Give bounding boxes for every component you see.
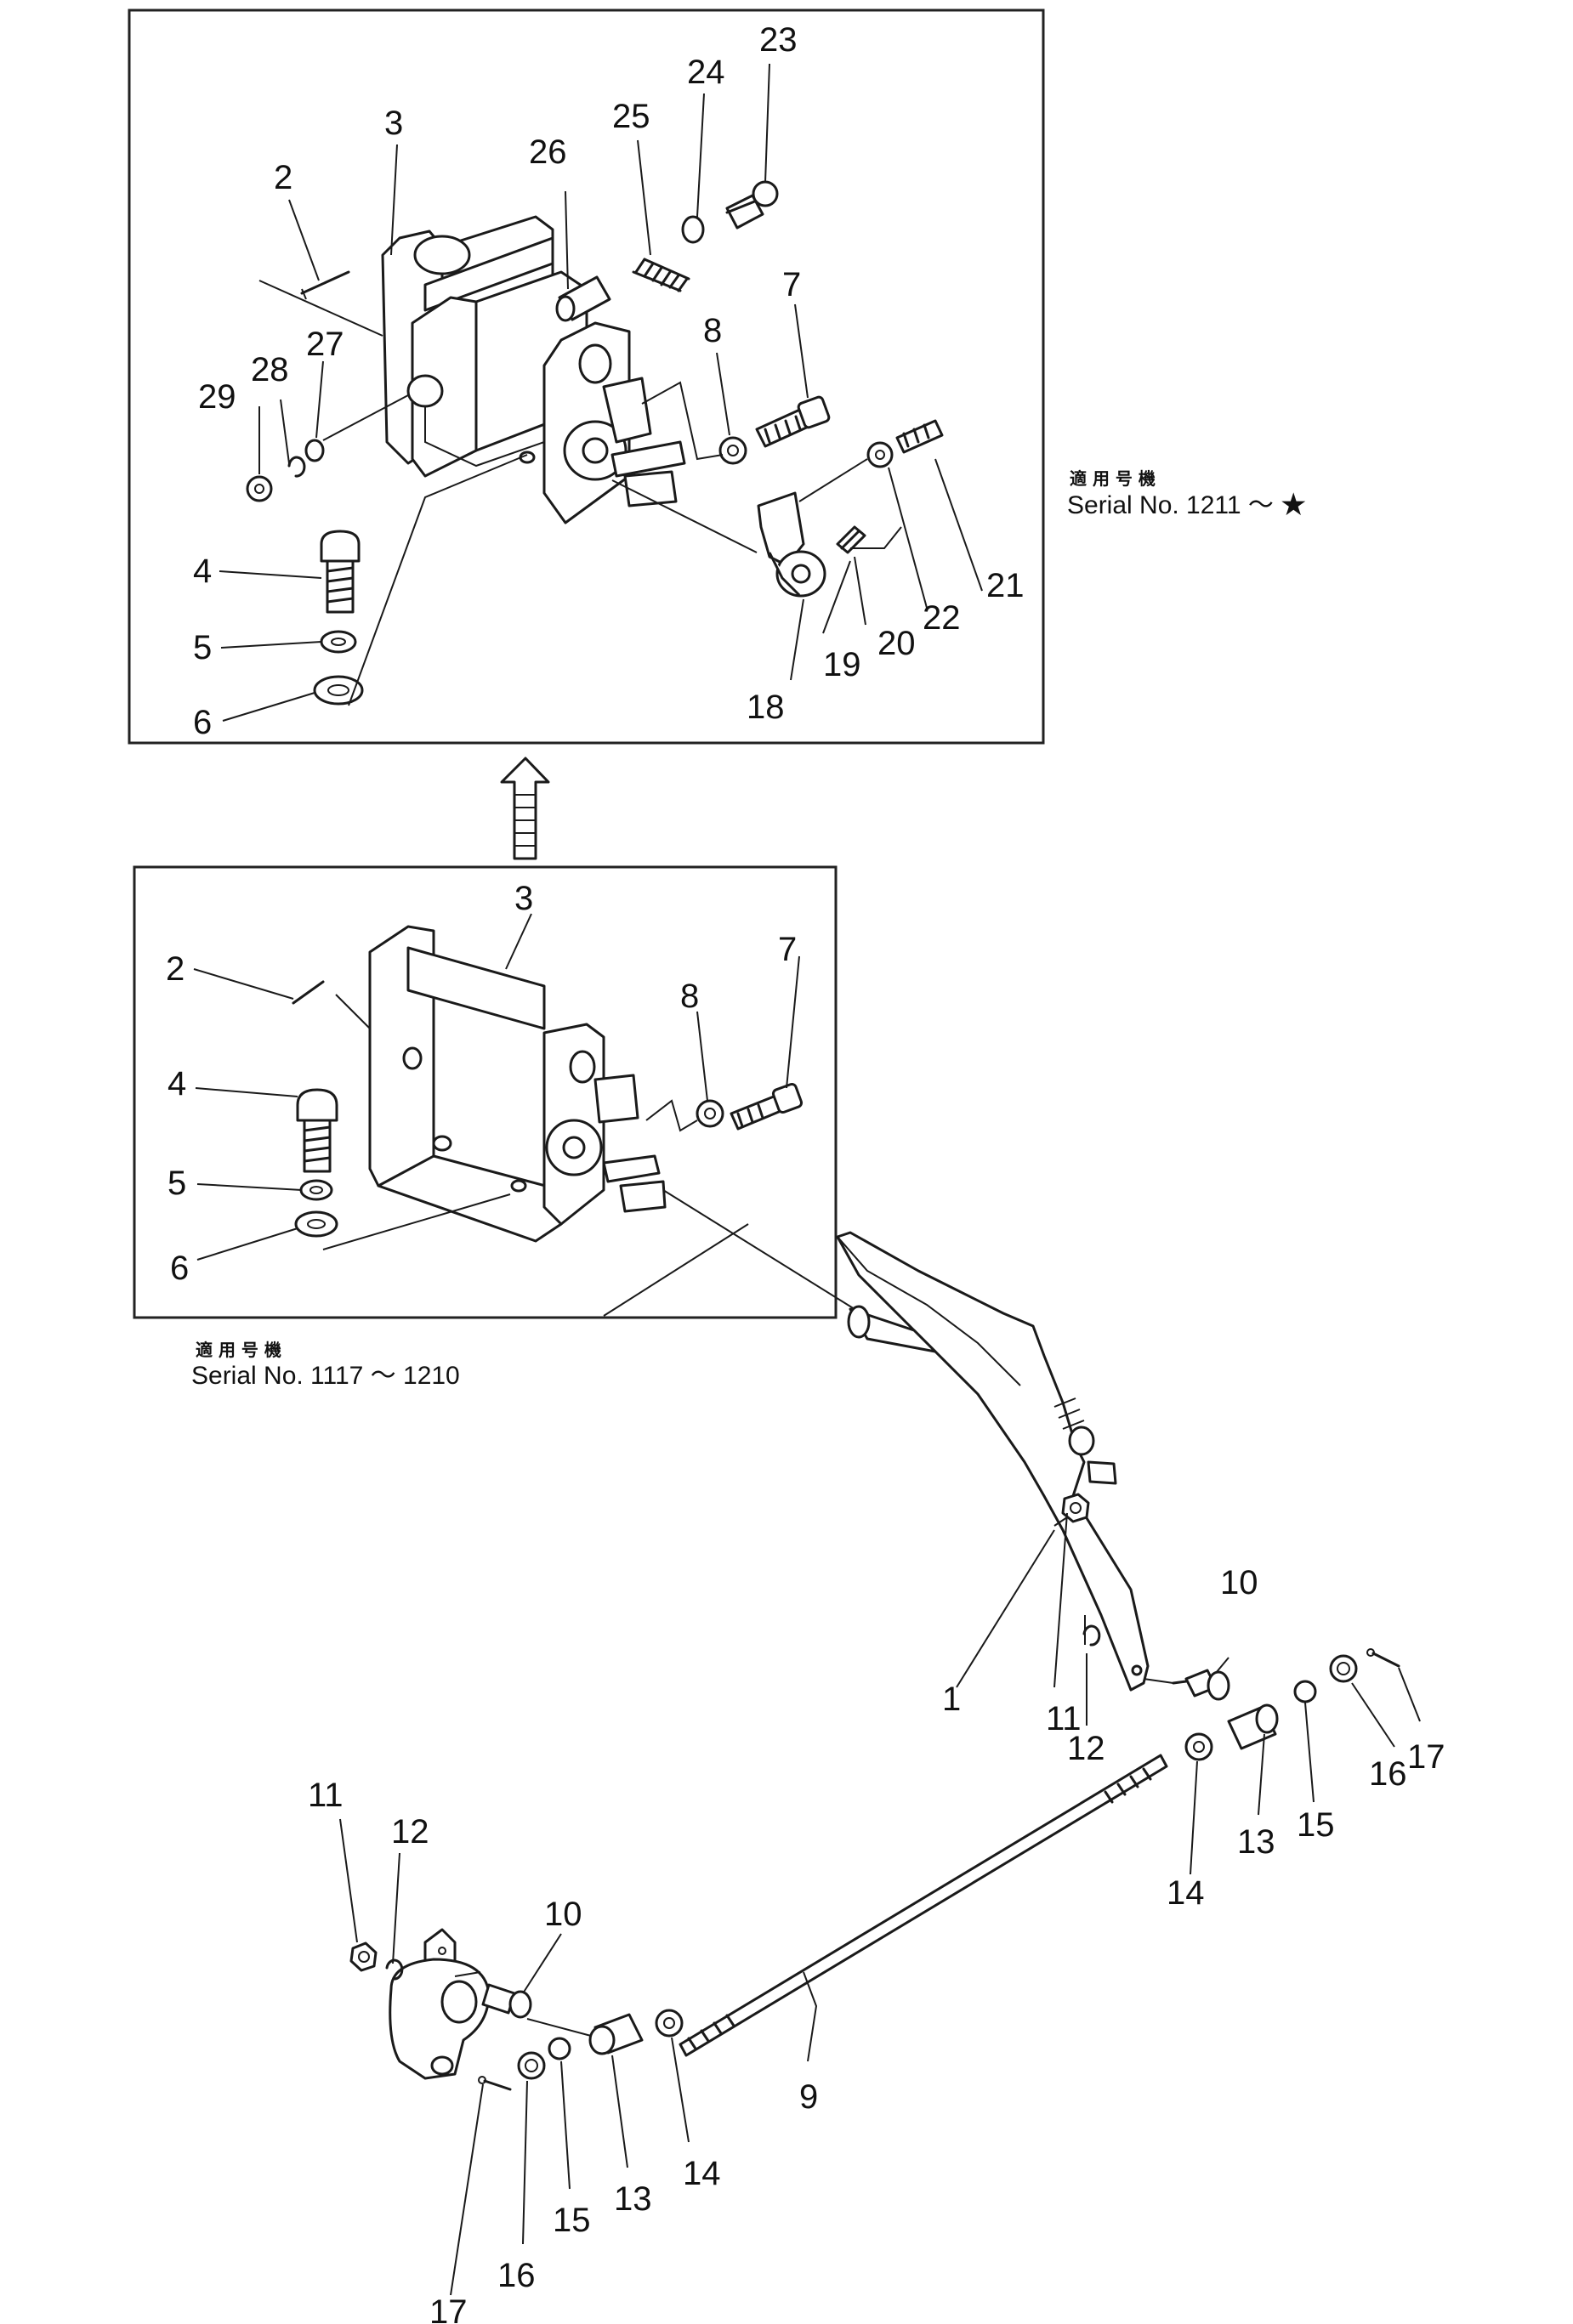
lower-bolt-part-4 (296, 1088, 338, 1173)
upper-washer-part-27 (304, 439, 325, 462)
lower-bolt-part-7 (730, 1082, 804, 1131)
lever-label-11: 11 (1046, 1700, 1082, 1737)
lower-variant-box: 2 3 4 5 6 7 8 適 用 号 機 Serial No. 1117 〜 … (133, 865, 838, 1390)
upper-screw-part-21 (895, 419, 944, 454)
upper-label-21: 21 (986, 567, 1025, 604)
upper-label-19: 19 (823, 646, 861, 683)
upper-lever-part-18 (757, 491, 826, 598)
upper-bolt-part-23 (725, 180, 779, 230)
upper-label-3: 3 (384, 105, 403, 142)
lower-caption-serial: Serial No. 1117 〜 1210 (191, 1362, 460, 1390)
upper-nut-part-22 (866, 441, 894, 468)
lower-bracket-part-3 (368, 925, 667, 1243)
lower-label-8: 8 (680, 978, 699, 1015)
lever-nut-part-14 (1184, 1732, 1213, 1761)
lever-pin-part-17 (1366, 1648, 1400, 1668)
rod-lockwasher-part-12 (385, 1958, 404, 1981)
lever-balljoint-part-10 (1172, 1669, 1230, 1701)
upper-pin-part-26 (555, 275, 611, 322)
upper-label-25: 25 (612, 98, 650, 135)
upper-label-29: 29 (198, 378, 236, 416)
upper-pin-part-2 (300, 270, 350, 295)
lower-label-6: 6 (170, 1250, 189, 1287)
rod-label-13: 13 (614, 2180, 652, 2218)
lower-pin-part-2 (292, 980, 325, 1005)
lever-lockwasher-part-12 (1082, 1624, 1101, 1647)
lever-part-1 (836, 1231, 1150, 1692)
upper-label-7: 7 (782, 266, 801, 303)
upper-washer-part-6 (313, 675, 364, 706)
rod-label-14: 14 (683, 2155, 721, 2192)
lever-label-14: 14 (1167, 1874, 1205, 1912)
rod-balljoint-part-10 (481, 1983, 532, 2019)
lower-label-4: 4 (168, 1065, 186, 1102)
upper-label-18: 18 (747, 689, 785, 726)
upper-caption-serial: Serial No. 1211 〜 ★ (1067, 491, 1306, 519)
lever-label-17: 17 (1407, 1738, 1445, 1776)
rod-pin-part-17 (478, 2076, 512, 2091)
upper-label-24: 24 (687, 54, 725, 91)
rod-label-17: 17 (429, 2293, 468, 2324)
upper-bracket-part-3 (381, 215, 686, 524)
upper-label-6: 6 (193, 704, 212, 741)
upper-bolt-part-7 (755, 395, 831, 448)
rod-nut-part-11 (349, 1941, 378, 1972)
upper-lockwasher-part-28 (287, 456, 306, 478)
upper-nut-part-29 (246, 475, 273, 502)
lever-label-12: 12 (1067, 1730, 1105, 1767)
upper-label-23: 23 (759, 21, 798, 59)
lower-box-frame (133, 865, 838, 1319)
lever-seal-part-16 (1329, 1654, 1358, 1683)
rod-label-11: 11 (308, 1777, 344, 1814)
rod-seal-part-16 (517, 2051, 546, 2080)
upper-bolt-part-4 (320, 530, 361, 614)
rod-label-15: 15 (553, 2202, 591, 2239)
upper-box-frame (128, 9, 1045, 745)
upper-label-22: 22 (923, 599, 961, 637)
rod-label-16: 16 (497, 2257, 536, 2294)
upper-variant-box: 2 3 4 5 6 7 8 18 19 20 21 22 23 24 25 26… (128, 9, 1306, 745)
rod-cap-part-15 (548, 2037, 571, 2060)
lower-caption-jp: 適 用 号 機 (196, 1340, 281, 1360)
lever-label-16: 16 (1369, 1755, 1407, 1793)
lever-label-15: 15 (1297, 1806, 1335, 1844)
lower-washer-part-6 (294, 1210, 338, 1238)
lower-label-5: 5 (168, 1165, 186, 1202)
upper-washer-part-24 (681, 215, 705, 244)
rod-nut-part-14 (655, 2009, 684, 2038)
lever-label-10: 10 (1220, 1564, 1258, 1601)
upper-lockwasher-part-5 (320, 630, 357, 654)
rod-label-10: 10 (544, 1896, 582, 1933)
lever-socket-part-13 (1227, 1703, 1279, 1750)
lever-label-1: 1 (942, 1681, 961, 1718)
upper-screw-part-19 (836, 525, 866, 554)
upper-label-20: 20 (877, 625, 916, 662)
lower-nut-part-8 (696, 1099, 724, 1128)
lever-label-13: 13 (1237, 1823, 1275, 1861)
upper-caption-jp: 適 用 号 機 (1070, 468, 1156, 489)
rod-label-12: 12 (391, 1813, 429, 1851)
upper-label-27: 27 (306, 326, 344, 363)
upper-label-26: 26 (529, 133, 567, 171)
lower-label-2: 2 (166, 950, 185, 988)
upper-label-8: 8 (703, 312, 722, 349)
upper-label-2: 2 (274, 159, 292, 196)
upper-nut-part-8 (718, 436, 747, 465)
lower-label-3: 3 (514, 880, 533, 917)
variant-arrow-icon (500, 757, 550, 860)
upper-label-28: 28 (251, 351, 289, 388)
rod-clamp-block (389, 1928, 491, 2080)
upper-label-4: 4 (193, 553, 212, 590)
rod-part-9 (679, 1754, 1168, 2057)
lever-cap-part-15 (1293, 1680, 1317, 1703)
lever-nut-part-11 (1061, 1493, 1090, 1523)
rod-label-9: 9 (799, 2078, 818, 2116)
upper-spring-part-25 (632, 258, 690, 292)
lower-lockwasher-part-5 (299, 1179, 333, 1201)
rod-socket-part-13 (588, 2013, 644, 2055)
lower-label-7: 7 (778, 931, 797, 968)
upper-label-5: 5 (193, 629, 212, 666)
